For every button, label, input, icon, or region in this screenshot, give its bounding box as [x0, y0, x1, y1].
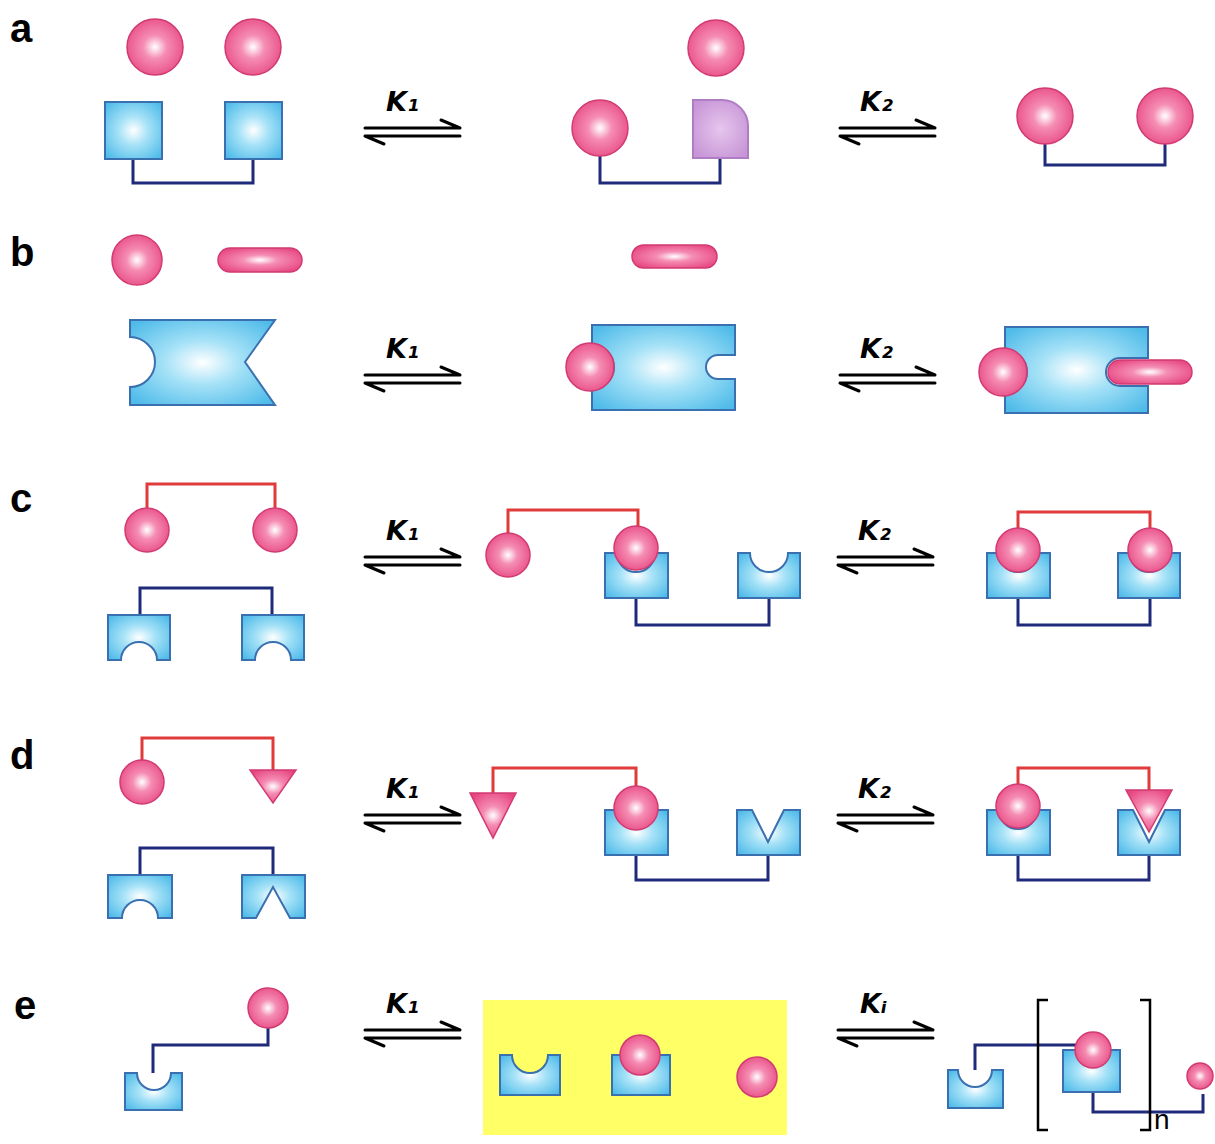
- panel-letter: a: [10, 8, 32, 48]
- panel-letter: e: [14, 985, 36, 1025]
- equilibrium-constant: K₂: [860, 335, 893, 362]
- equilibrium-constant: K₂: [860, 88, 893, 115]
- equilibrium-constant: K₁: [386, 88, 419, 115]
- equilibrium-constant: K₁: [386, 517, 419, 544]
- equilibrium-constant: K₂: [858, 775, 891, 802]
- equilibrium-constant: K₂: [858, 517, 891, 544]
- panel-letter: b: [10, 232, 34, 272]
- equilibrium-constant: K₁: [386, 990, 419, 1017]
- panel-letter: d: [10, 735, 34, 775]
- panel-letter: c: [10, 478, 32, 518]
- equilibrium-constant: Kᵢ: [860, 990, 887, 1017]
- equilibrium-constant: K₁: [386, 775, 419, 802]
- equilibrium-constant: K₁: [386, 335, 419, 362]
- repeat-index: n: [1154, 1106, 1170, 1134]
